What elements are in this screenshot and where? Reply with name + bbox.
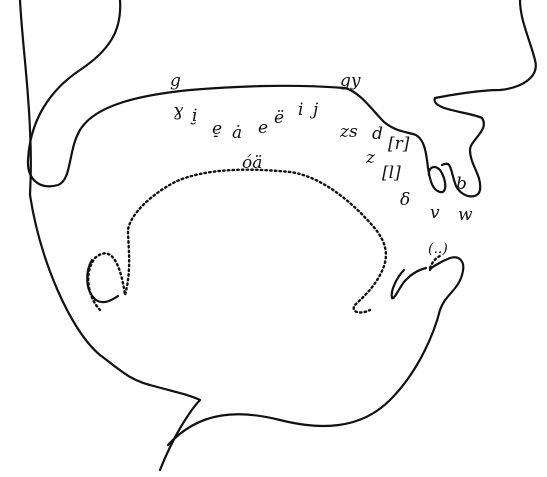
upper-lip-outline <box>435 0 536 196</box>
label-r: [r] <box>388 136 409 153</box>
label-e-umlaut: ë <box>274 110 284 127</box>
label-e: e <box>258 120 268 137</box>
label-gy: gy <box>340 73 361 90</box>
label-a-dot: ȧ <box>232 125 242 142</box>
skull-back-line <box>20 0 31 195</box>
label-l: [l] <box>382 165 401 182</box>
label-gamma: ɣ <box>173 103 183 120</box>
label-delta: δ <box>400 192 410 209</box>
label-i: i <box>298 102 303 119</box>
label-oa: óä <box>242 155 262 172</box>
jaw-outline <box>30 195 200 470</box>
label-g: g <box>170 73 181 90</box>
label-zs: zs <box>340 124 358 141</box>
chin-outline <box>168 257 463 445</box>
label-w: w <box>458 207 473 224</box>
label-d: d <box>372 126 383 143</box>
tongue-dotted-outline <box>88 170 386 313</box>
label-b: b <box>456 176 467 193</box>
label-i-under: i̮ <box>192 108 197 125</box>
lower-lip-outline <box>392 268 426 298</box>
label-e-under: e̠ <box>212 121 222 138</box>
label-paren: (..) <box>428 242 448 256</box>
label-j: j <box>313 102 318 119</box>
label-z: z <box>366 150 375 167</box>
label-v: v <box>430 205 440 222</box>
